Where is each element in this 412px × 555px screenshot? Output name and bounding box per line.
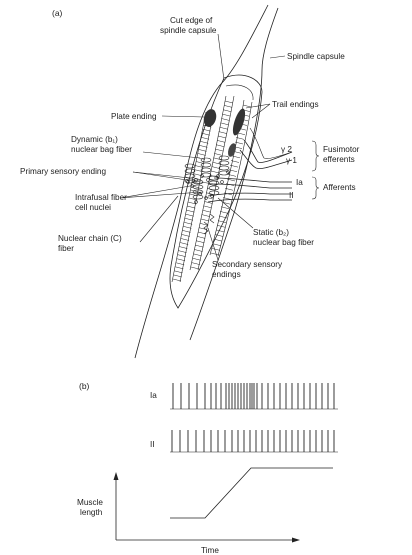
afferent-fibers <box>207 177 292 203</box>
label-dynamic-bag-2: nuclear bag fiber <box>71 145 132 154</box>
muscle-spindle-drawing <box>134 4 293 359</box>
length-trace <box>170 467 333 519</box>
fusimotor-brace <box>311 140 320 172</box>
plate-ending <box>203 109 217 127</box>
label-secondary-2: endings <box>212 270 241 279</box>
label-fusimotor-1: Fusimotor <box>323 145 360 154</box>
ii-spike-train <box>170 430 338 453</box>
panel-b-tag: (b) <box>79 381 90 391</box>
label-cut-edge-2: spindle capsule <box>160 26 217 35</box>
ylabel-1: Muscle <box>77 498 103 507</box>
label-trail-endings: Trail endings <box>272 100 319 109</box>
label-gamma2: γ 2 <box>281 145 292 154</box>
xlabel-time: Time <box>201 546 219 555</box>
label-afferents: Afferents <box>323 183 356 192</box>
label-nuclear-chain-2: fiber <box>58 244 74 253</box>
panel-a-tag: (a) <box>52 8 63 18</box>
label-dynamic-bag-1: Dynamic (b₁) <box>71 135 118 144</box>
afferents-brace <box>311 176 320 200</box>
label-intrafusal-2: cell nuclei <box>75 203 111 212</box>
label-nuclear-chain-1: Nuclear chain (C) <box>58 234 122 243</box>
leader-lines <box>119 33 286 261</box>
label-fusimotor-2: efferents <box>323 155 355 164</box>
label-plate-ending: Plate ending <box>111 112 157 121</box>
ia-spike-train <box>170 383 338 410</box>
label-cut-edge-1: Cut edge of <box>170 16 213 25</box>
intrafusal-nuclei <box>186 170 230 204</box>
gamma-efferent-fibers <box>239 127 293 169</box>
trail-endings <box>228 108 246 157</box>
trace-ia-label: Ia <box>150 391 157 400</box>
ylabel-2: length <box>80 508 103 517</box>
trace-ii-label: II <box>150 440 155 449</box>
label-ii: II <box>289 191 294 200</box>
label-ia: Ia <box>296 178 303 187</box>
label-secondary-1: Secondary sensory <box>212 260 283 269</box>
label-gamma1: γ 1 <box>286 156 297 165</box>
muscle-length-plot <box>113 467 333 543</box>
label-primary-sensory: Primary sensory ending <box>20 167 106 176</box>
label-intrafusal-1: Intrafusal fiber <box>75 193 127 202</box>
label-spindle-capsule: Spindle capsule <box>287 52 345 61</box>
label-static-bag-1: Static (b₂) <box>253 228 289 237</box>
primary-sensory-ending <box>184 155 230 200</box>
secondary-sensory-endings <box>203 213 215 235</box>
label-static-bag-2: nuclear bag fiber <box>253 238 314 247</box>
